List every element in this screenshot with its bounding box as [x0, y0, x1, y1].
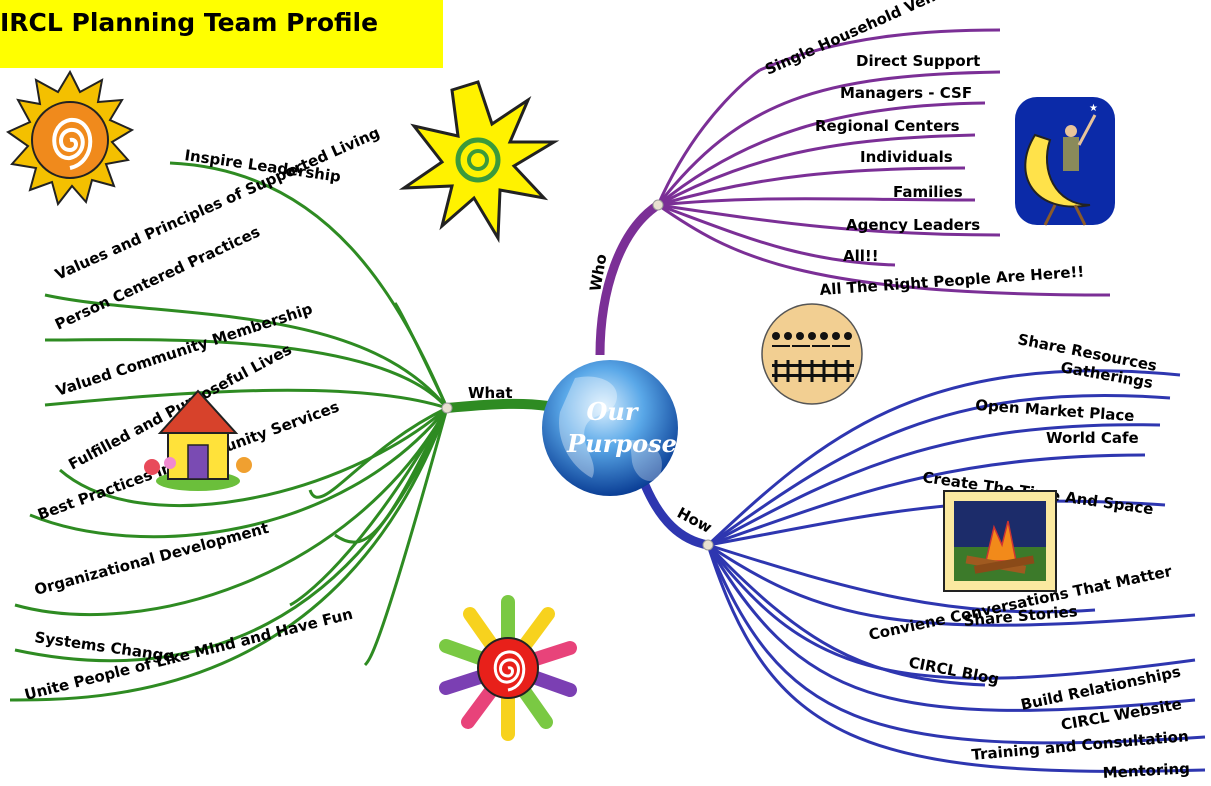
how-item-training-consultation: Training and Consultation [971, 727, 1190, 764]
center-label-line2: Purpose [566, 429, 677, 458]
page-title: IRCL Planning Team Profile [0, 8, 379, 37]
who-item-direct-support: Direct Support [856, 52, 980, 70]
center-label-line1: Our [587, 397, 640, 426]
spiral-sun-icon [5, 69, 135, 207]
how-item-world-cafe: World Cafe [1046, 429, 1139, 447]
how-item-open-market: Open Market Place [975, 396, 1135, 425]
who-item-all: All!! [843, 247, 879, 265]
who-item-managers-csf: Managers - CSF [840, 84, 972, 102]
how-lines [706, 369, 1206, 773]
yellow-star-sun-icon [398, 80, 560, 244]
what-lines [9, 161, 449, 702]
people-fence-icon [761, 303, 863, 405]
who-item-individuals: Individuals [860, 148, 953, 166]
what-node [441, 402, 453, 414]
who-item-agency-leaders: Agency Leaders [846, 216, 980, 234]
campfire-icon [943, 490, 1057, 592]
who-node [652, 199, 664, 211]
who-lines [656, 28, 1111, 297]
what-item-unite-people: Unite People of Like MInd and Have Fun [23, 605, 355, 704]
central-globe: Our Purpose [542, 360, 678, 496]
how-node [702, 539, 714, 551]
how-item-mentoring: Mentoring [1102, 759, 1190, 782]
who-item-families: Families [893, 183, 963, 201]
house-icon [144, 389, 252, 491]
who-connector [595, 201, 661, 356]
moon-figure-icon: ★ [1015, 97, 1115, 226]
what-connector [446, 398, 549, 413]
what-label: What [468, 384, 513, 402]
title-banner: IRCL Planning Team Profile [0, 0, 443, 68]
svg-text:★: ★ [1089, 103, 1098, 114]
how-connector [640, 483, 709, 550]
who-item-regional-centers: Regional Centers [815, 117, 960, 135]
rainbow-sun-icon [439, 595, 577, 741]
